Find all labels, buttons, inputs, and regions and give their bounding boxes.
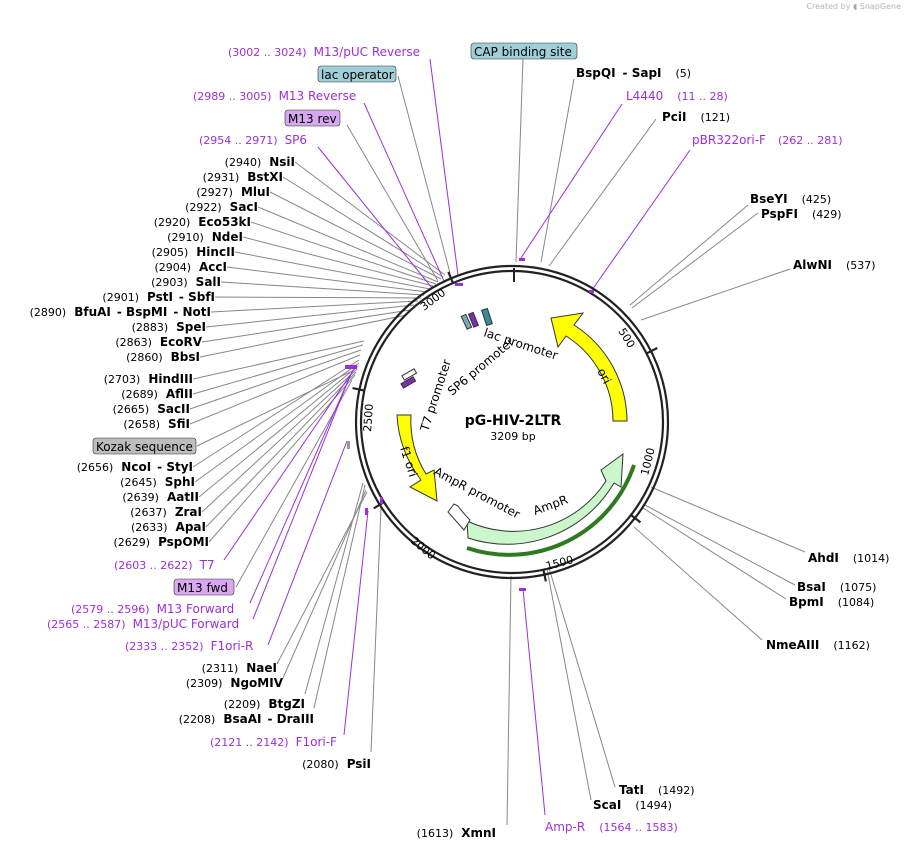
ruler-tick: [630, 514, 642, 524]
enzyme-label[interactable]: (2639)AatII: [122, 490, 199, 504]
primer-label[interactable]: Amp-R(1564 .. 1583): [545, 820, 678, 834]
ampr-orf-arrow: [466, 464, 636, 557]
enzyme-label[interactable]: (2904)AccI: [154, 260, 227, 274]
enzyme-label[interactable]: (2883)SpeI: [132, 320, 206, 334]
primer-label[interactable]: (2565 .. 2587)M13/pUC Forward: [47, 617, 239, 631]
enzyme-labels-right: BspQI- SapI(5) PciI(121) BseYI(425) PspF…: [576, 66, 889, 812]
cap-binding-site-text: CAP binding site: [474, 45, 572, 59]
plasmid-backbone: [354, 264, 670, 580]
enzyme-label[interactable]: (2910)NdeI: [167, 230, 243, 244]
enzyme-label[interactable]: PciI(121): [662, 110, 730, 124]
ori-label: ori: [594, 366, 614, 386]
m13-rev-text: M13 rev: [288, 112, 337, 126]
enzyme-label[interactable]: (2629)PspOMI: [113, 535, 209, 549]
primer-label[interactable]: (2121 .. 2142)F1ori-F: [210, 735, 337, 749]
lac-operator-marker: [460, 313, 473, 330]
enzyme-label[interactable]: (2905)HincII: [152, 245, 235, 259]
m13-fwd-text: M13 fwd: [177, 581, 228, 595]
enzyme-label[interactable]: (2940)NsiI: [225, 155, 295, 169]
plasmid-size: 3209 bp: [490, 430, 535, 443]
primer-label[interactable]: (2579 .. 2596)M13 Forward: [71, 602, 234, 616]
enzyme-label[interactable]: (2890)BfuAI- BspMI- NotI: [30, 305, 211, 319]
lac-operator-box[interactable]: [317, 65, 397, 83]
enzyme-label[interactable]: (2903)SalI: [151, 275, 221, 289]
m13-rev-box[interactable]: [284, 109, 341, 127]
enzyme-label[interactable]: AlwNI(537): [793, 258, 876, 272]
enzyme-label[interactable]: PspFI(429): [761, 207, 842, 221]
ruler-label-500: 500: [615, 326, 637, 351]
kozak-sequence-box[interactable]: [92, 437, 197, 455]
enzyme-label[interactable]: (2863)EcoRV: [115, 335, 202, 349]
f1ori-feature-arrow[interactable]: [396, 414, 438, 502]
connector-lines: [189, 57, 806, 826]
ori-feature-arrow[interactable]: [550, 312, 628, 422]
enzyme-label[interactable]: BsaI(1075): [797, 580, 876, 594]
enzyme-label[interactable]: (2309)NgoMIV: [186, 676, 284, 690]
enzyme-label[interactable]: BpmI(1084): [789, 595, 874, 609]
primer-labels: (3002 .. 3024)M13/pUC Reverse (2989 .. 3…: [47, 45, 843, 834]
enzyme-label[interactable]: (2689)AflII: [121, 387, 193, 401]
enzyme-label[interactable]: (2209)BtgZI: [224, 697, 305, 711]
primer-label[interactable]: L4440(11 .. 28): [626, 89, 728, 103]
t7-promoter-label: T7 promoter: [417, 358, 454, 434]
primer-label[interactable]: (3002 .. 3024)M13/pUC Reverse: [228, 45, 420, 59]
enzyme-label[interactable]: BseYI(425): [750, 192, 831, 206]
m13-rev-marker: [467, 311, 480, 328]
primer-connector-lines: [223, 58, 691, 816]
enzyme-label[interactable]: (2931)BstXI: [203, 170, 283, 184]
enzyme-label[interactable]: (2208)BsaAI- DraIII: [179, 712, 314, 726]
enzyme-labels-left: (2940)NsiI(2931)BstXI(2927)MluI(2922)Sac…: [30, 155, 496, 840]
cap-binding-site-box[interactable]: [470, 42, 578, 60]
primer-label[interactable]: (2333 .. 2352)F1ori-R: [125, 639, 253, 653]
ruler-label-2000: 2000: [408, 534, 438, 562]
enzyme-label[interactable]: ScaI(1494): [593, 798, 672, 812]
snapgene-logo-icon: ◖: [852, 2, 858, 11]
primer-label[interactable]: pBR322ori-F(262 .. 281): [692, 133, 843, 147]
enzyme-label[interactable]: (2658)SfiI: [123, 417, 190, 431]
enzyme-label[interactable]: NmeAIII(1162): [766, 638, 870, 652]
enzyme-label[interactable]: TatI(1492): [619, 783, 695, 797]
enzyme-label[interactable]: (2901)PstI- SbfI: [102, 290, 215, 304]
plasmid-name: pG-HIV-2LTR: [465, 413, 562, 429]
sp6-t7-promoter-marks: [400, 368, 418, 389]
enzyme-label[interactable]: (2927)MluI: [196, 185, 270, 199]
f1ori-label: f1 ori: [397, 445, 420, 479]
enzyme-label[interactable]: (2922)SacI: [185, 200, 258, 214]
ampr-label: AmpR: [531, 492, 569, 517]
enzyme-label[interactable]: (2920)Eco53kI: [154, 215, 251, 229]
kozak-sequence-text: Kozak sequence: [96, 440, 193, 454]
primer-label[interactable]: (2989 .. 3005)M13 Reverse: [193, 89, 356, 103]
ruler-tick: [447, 271, 455, 284]
ruler-tick: [542, 569, 547, 582]
enzyme-label[interactable]: (2703)HindIII: [104, 372, 193, 386]
primer-binding-marks: [345, 258, 594, 591]
enzyme-label[interactable]: (2665)SacII: [113, 402, 190, 416]
kozak-marker: [347, 441, 350, 449]
ruler-label-3000: 3000: [418, 286, 448, 313]
m13-fwd-box[interactable]: [173, 578, 235, 596]
enzyme-label[interactable]: (1613)XmnI: [417, 826, 496, 840]
ampr-promoter-label: AmpR promoter: [432, 464, 523, 521]
ampr-feature-arrow[interactable]: [466, 452, 624, 545]
ampr-promoter-arrow[interactable]: [447, 503, 471, 531]
ruler-label-2500: 2500: [361, 403, 376, 432]
enzyme-label[interactable]: (2645)SphI: [120, 475, 195, 489]
enzyme-label[interactable]: (2860)BbsI: [126, 350, 200, 364]
primer-label[interactable]: (2603 .. 2622)T7: [114, 558, 215, 572]
enzyme-label[interactable]: (2637)ZraI: [130, 505, 202, 519]
cap-binding-site-marker: [481, 307, 493, 327]
enzyme-label[interactable]: BspQI- SapI(5): [576, 66, 691, 80]
lac-operator-text: lac operator: [321, 68, 394, 82]
enzyme-label[interactable]: (2656)NcoI- StyI: [77, 460, 193, 474]
boxed-labels: CAP binding site lac operator M13 rev Ko…: [92, 42, 578, 596]
primer-label[interactable]: (2954 .. 2971)SP6: [199, 133, 307, 147]
ruler-tick: [352, 387, 365, 392]
enzyme-label[interactable]: (2311)NaeI: [202, 661, 277, 675]
enzyme-label[interactable]: (2080)PsiI: [302, 757, 371, 771]
enzyme-label[interactable]: (2633)ApaI: [131, 520, 206, 534]
enzyme-label[interactable]: AhdI(1014): [808, 551, 889, 565]
ruler-tick: [646, 347, 658, 355]
snapgene-credit: Created by ◖ SnapGene: [806, 2, 901, 11]
